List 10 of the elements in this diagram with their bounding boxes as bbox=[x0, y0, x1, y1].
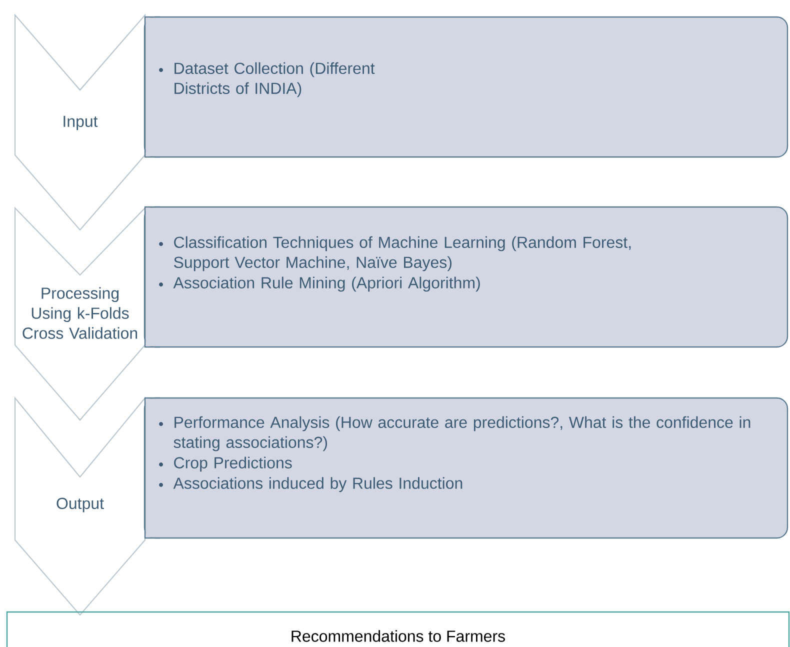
bullet-item: Association Rule Mining (Apriori Algorithm) bbox=[159, 276, 480, 292]
bullet-item: Crop Predictions bbox=[159, 456, 292, 472]
content-box bbox=[144, 16, 788, 158]
content-box bbox=[144, 206, 788, 348]
content-box bbox=[144, 397, 788, 539]
bullet-item: Dataset Collection (Different Districts of INDIA) bbox=[159, 62, 375, 98]
bullet-item: Performance Analysis (How accurate are predictions?, What is the confidence in stating associations?) bbox=[159, 416, 750, 452]
bullet-item: Associations induced by Rules Induction bbox=[159, 477, 462, 492]
result-box: Recommendations to Farmers bbox=[6, 611, 790, 647]
bullet-item: Classification Techniques of Machine Learning (Random Forest, Support Vector Machine, Naïve Bayes) bbox=[159, 236, 631, 272]
